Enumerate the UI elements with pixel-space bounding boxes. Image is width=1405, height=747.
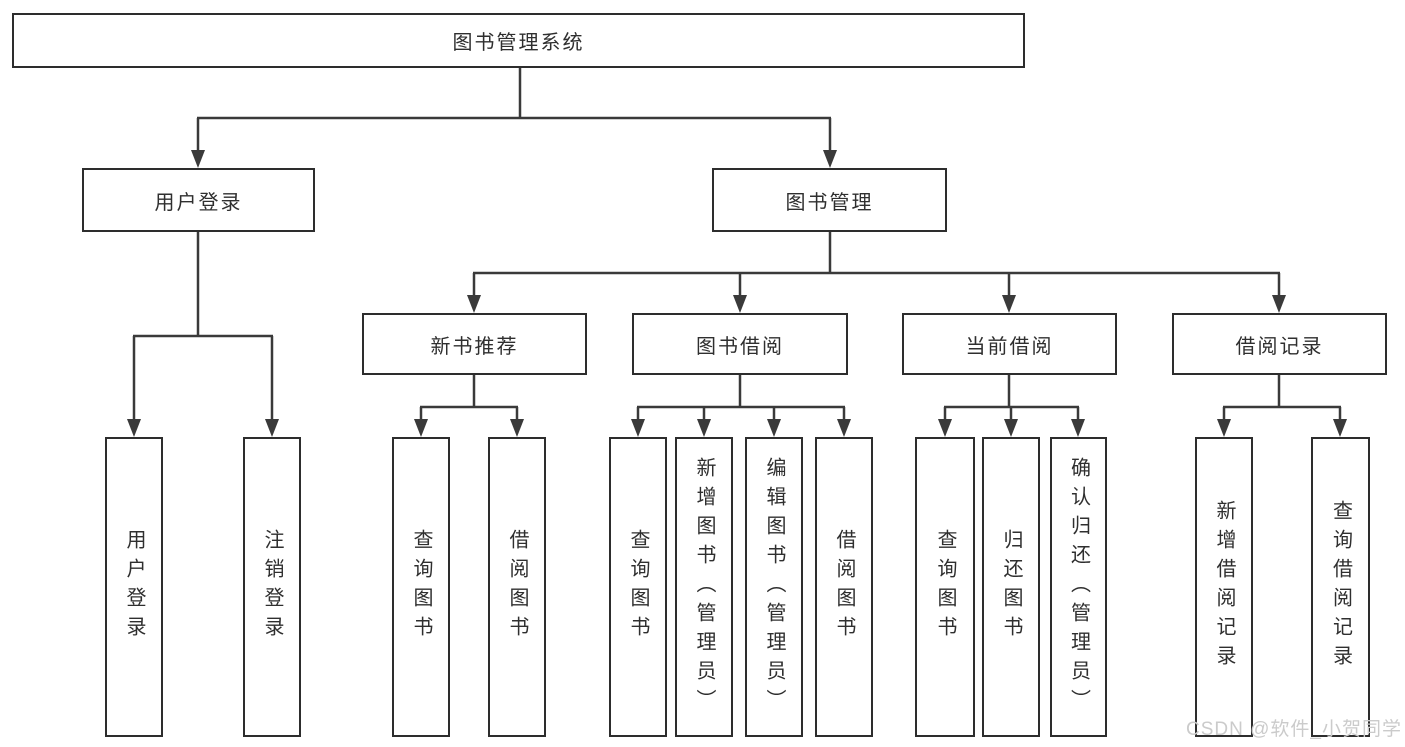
node-label: 用户登录 bbox=[123, 529, 145, 645]
node-new-book-recommend: 新书推荐 bbox=[362, 313, 587, 375]
leaf-add-books-admin: 新增图书（管理员） bbox=[675, 437, 733, 737]
node-label: 注销登录 bbox=[261, 529, 283, 645]
leaf-borrow-books: 借阅图书 bbox=[815, 437, 873, 737]
node-label: 新增借阅记录 bbox=[1213, 500, 1235, 674]
node-label: 编辑图书（管理员） bbox=[763, 456, 785, 718]
leaf-query-borrow-record: 查询借阅记录 bbox=[1311, 437, 1370, 737]
node-label: 查询图书 bbox=[627, 529, 649, 645]
arrowheads bbox=[127, 150, 1347, 437]
node-book-borrow: 图书借阅 bbox=[632, 313, 848, 375]
leaf-query-books-recommend: 查询图书 bbox=[392, 437, 450, 737]
node-label: 图书管理系统 bbox=[452, 32, 585, 54]
node-label: 查询图书 bbox=[410, 529, 432, 645]
node-label: 确认归还（管理员） bbox=[1067, 456, 1090, 718]
node-user-login: 用户登录 bbox=[82, 168, 315, 232]
node-label: 查询借阅记录 bbox=[1329, 500, 1352, 674]
node-borrow-records: 借阅记录 bbox=[1172, 313, 1387, 375]
leaf-return-books: 归还图书 bbox=[982, 437, 1040, 737]
node-label: 归还图书 bbox=[1000, 529, 1022, 645]
leaf-query-books-borrow: 查询图书 bbox=[609, 437, 667, 737]
node-label: 查询图书 bbox=[934, 529, 956, 645]
node-book-management: 图书管理 bbox=[712, 168, 947, 232]
leaf-logout: 注销登录 bbox=[243, 437, 301, 737]
node-label: 借阅图书 bbox=[506, 529, 528, 645]
leaf-borrow-books-recommend: 借阅图书 bbox=[488, 437, 546, 737]
node-label: 新增图书（管理员） bbox=[693, 456, 715, 718]
node-label: 当前借阅 bbox=[965, 335, 1054, 358]
node-label: 借阅图书 bbox=[833, 529, 855, 645]
leaf-user-login: 用户登录 bbox=[105, 437, 163, 737]
node-label: 图书借阅 bbox=[696, 335, 784, 358]
node-label: 用户登录 bbox=[154, 191, 243, 214]
node-label: 图书管理 bbox=[785, 191, 874, 214]
leaf-confirm-return-admin: 确认归还（管理员） bbox=[1050, 437, 1107, 737]
node-label: 借阅记录 bbox=[1235, 335, 1324, 358]
node-current-borrow: 当前借阅 bbox=[902, 313, 1117, 375]
node-library-management-system: 图书管理系统 bbox=[12, 13, 1025, 68]
leaf-edit-books-admin: 编辑图书（管理员） bbox=[745, 437, 803, 737]
leaf-add-borrow-record: 新增借阅记录 bbox=[1195, 437, 1253, 737]
connector-edges bbox=[132, 68, 1342, 420]
leaf-query-books-current: 查询图书 bbox=[915, 437, 975, 737]
csdn-watermark: CSDN @软件_小贺同学 bbox=[1186, 719, 1402, 740]
node-label: 新书推荐 bbox=[430, 335, 519, 358]
